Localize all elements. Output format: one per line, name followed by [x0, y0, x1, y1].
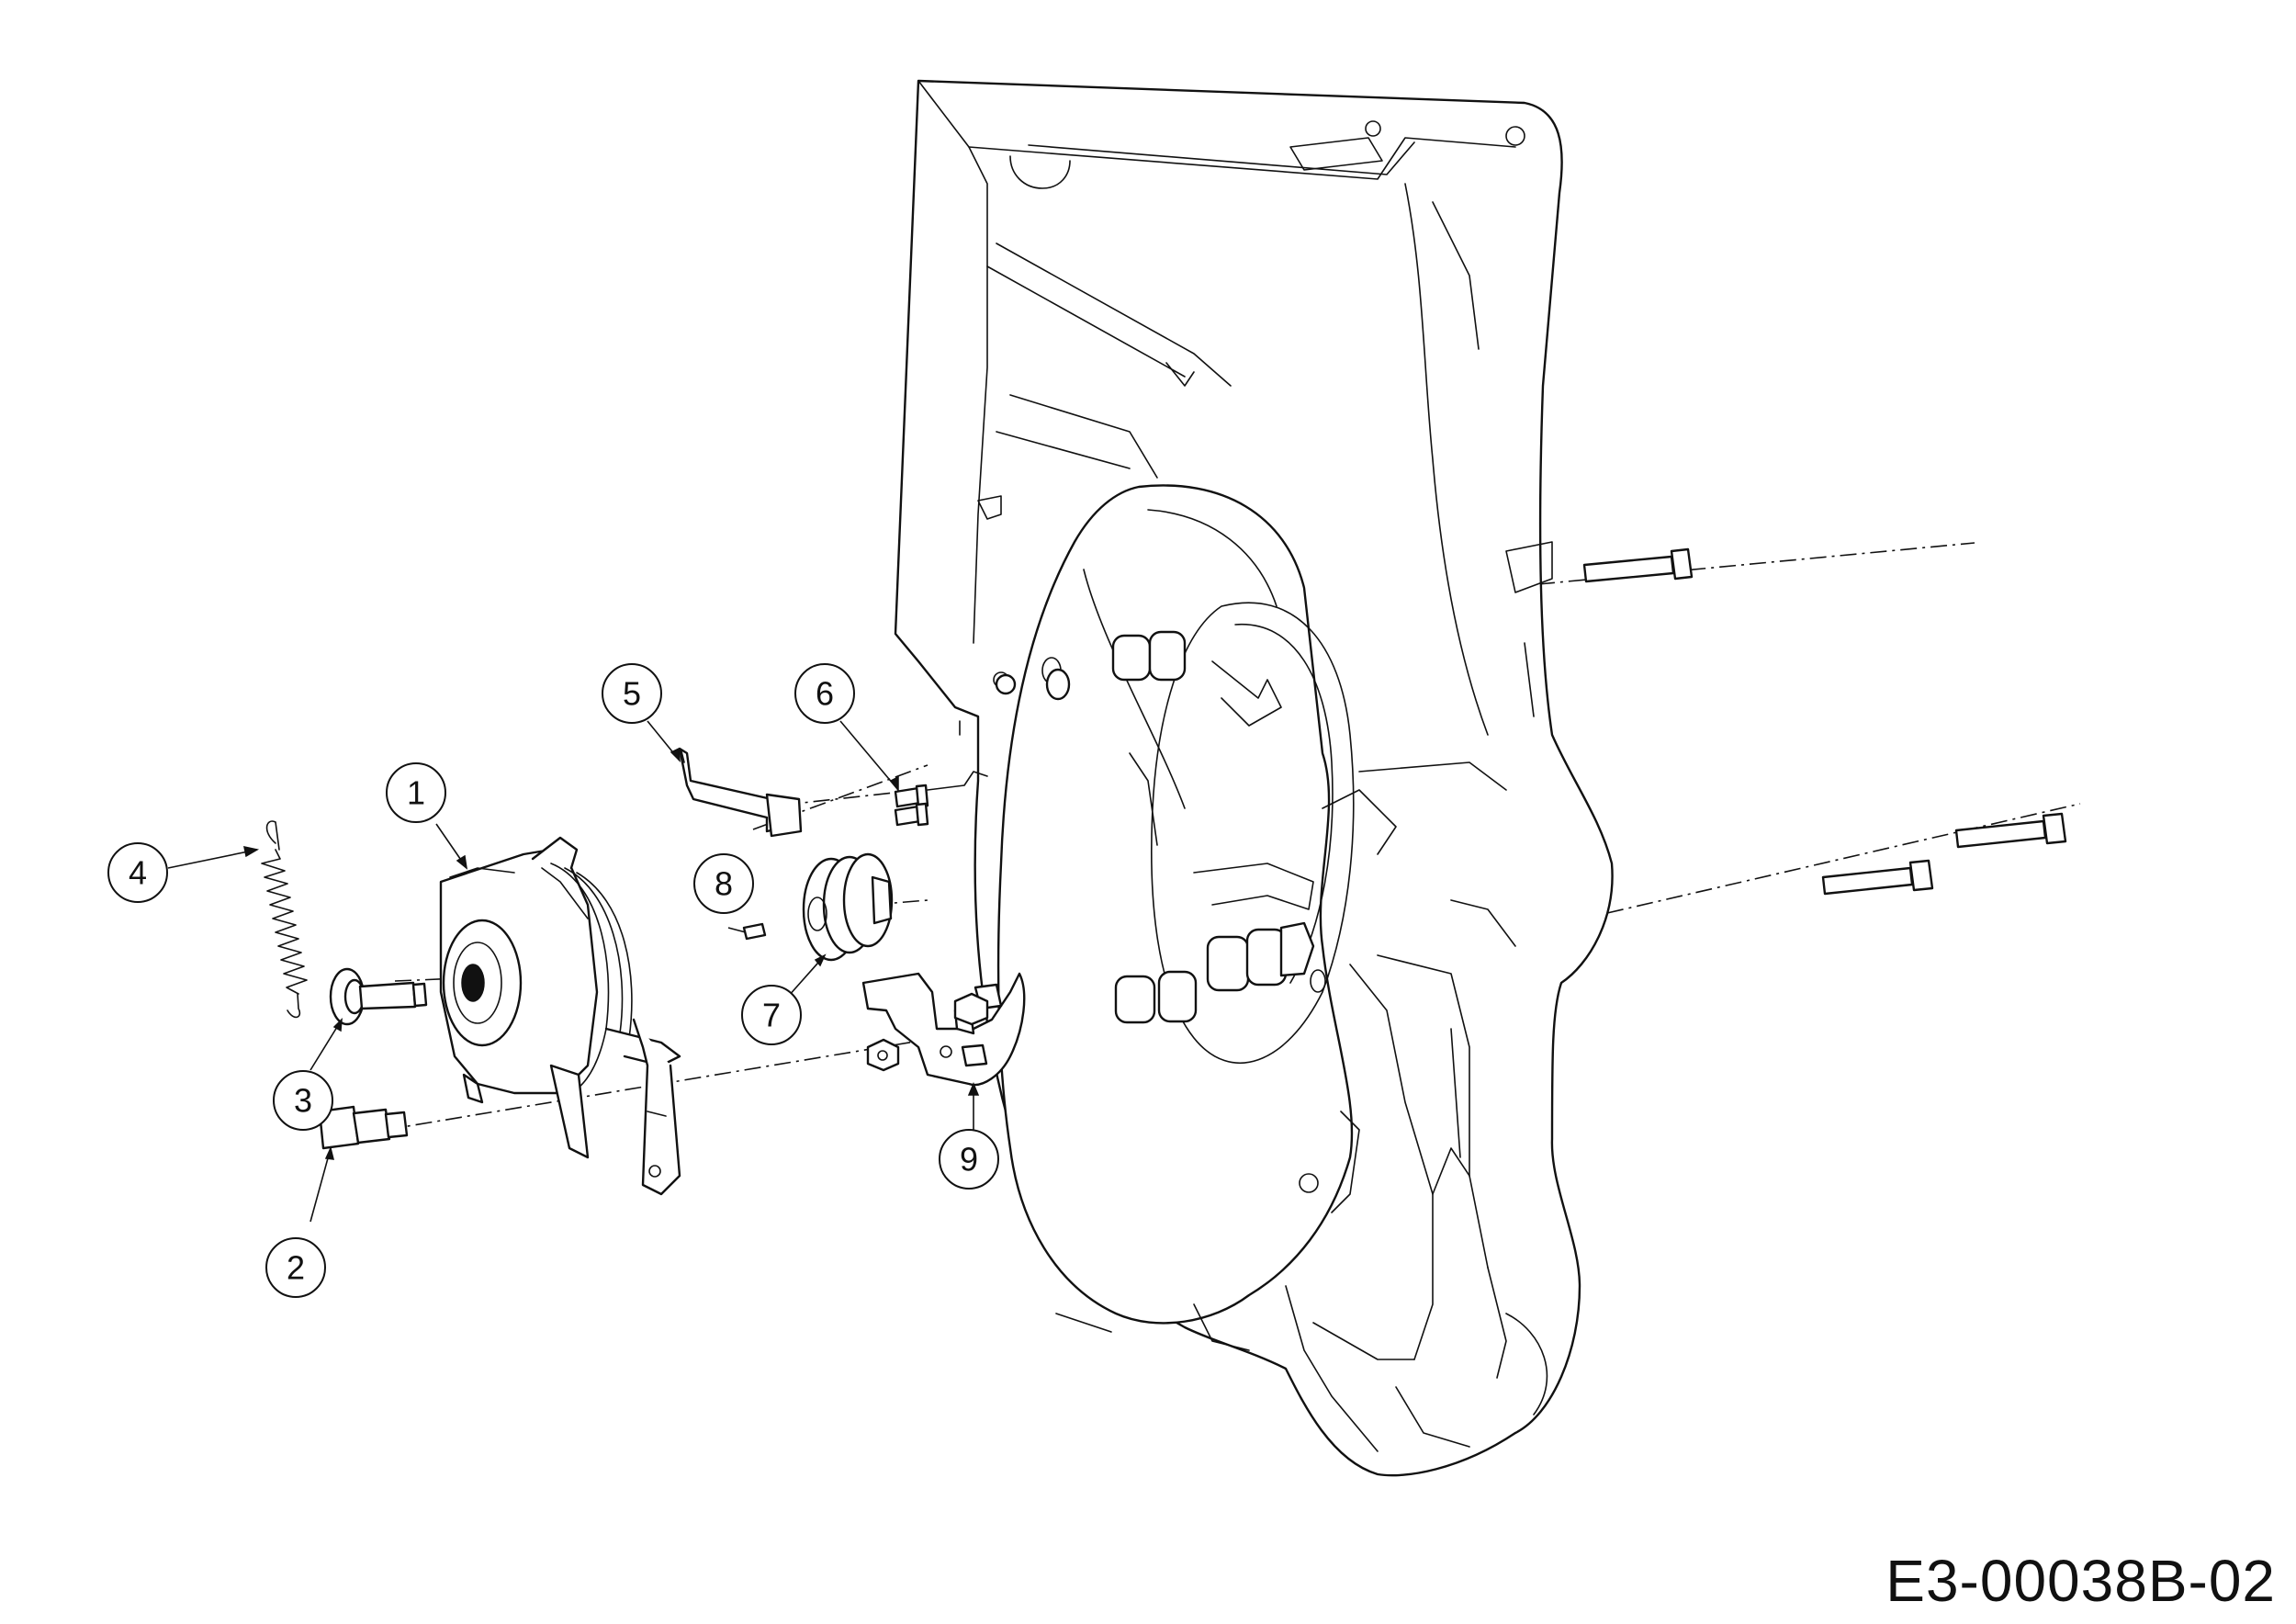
bolt-right-a	[1954, 812, 2067, 849]
housing	[894, 79, 1614, 1477]
callout-7: 7	[741, 985, 802, 1045]
figure-code: E3-00038B-02	[1885, 1548, 2276, 1614]
part-8-key	[742, 922, 767, 941]
part-2-shoulder-bolt	[318, 1105, 409, 1150]
svg-text:1: 1	[407, 774, 425, 812]
svg-text:4: 4	[129, 854, 147, 892]
part-7-pulley	[802, 852, 894, 962]
svg-text:7: 7	[762, 997, 781, 1034]
part-4-spring	[261, 820, 308, 1019]
svg-text:6: 6	[816, 675, 834, 713]
bolt-right-b	[1821, 859, 1934, 896]
callout-2: 2	[265, 1237, 326, 1298]
part-5-bracket	[678, 747, 803, 838]
part-9-idler-arm	[861, 972, 1026, 1087]
callout-3: 3	[273, 1070, 333, 1131]
svg-text:9: 9	[960, 1141, 978, 1179]
housing-fasteners	[995, 547, 2067, 1024]
bolt-upper-right	[1582, 547, 1694, 583]
callout-8: 8	[693, 853, 754, 914]
callout-5: 5	[602, 663, 662, 724]
part-3-washer-bolt	[329, 967, 428, 1026]
svg-text:2: 2	[287, 1249, 305, 1287]
callout-1: 1	[386, 762, 446, 823]
callout-9: 9	[939, 1129, 999, 1190]
svg-text:3: 3	[294, 1082, 312, 1120]
part-6-bolts	[894, 771, 988, 827]
callout-leaders	[167, 720, 980, 1223]
svg-text:8: 8	[715, 865, 733, 903]
callout-6: 6	[794, 663, 855, 724]
part-1-clutch	[439, 836, 681, 1196]
callout-4: 4	[107, 842, 168, 903]
svg-text:5: 5	[623, 675, 641, 713]
